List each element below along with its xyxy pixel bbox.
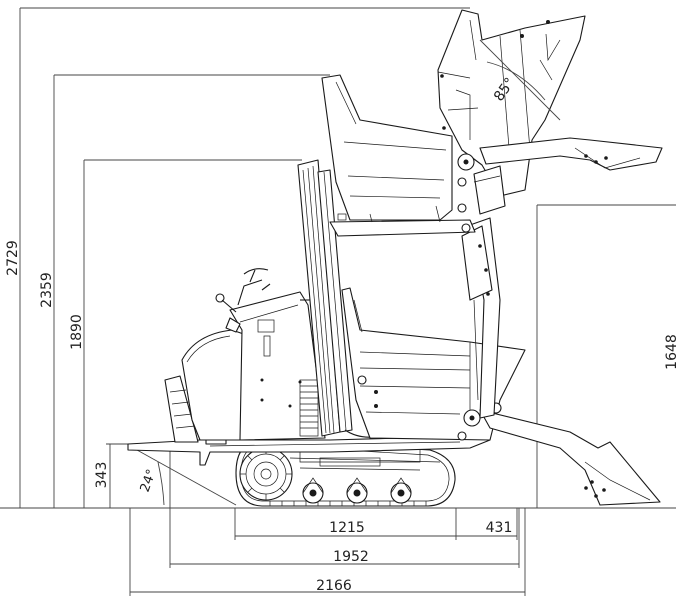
- label-deck-height: 343: [94, 462, 110, 489]
- dim-dump-height: 1648: [536, 204, 676, 508]
- label-length-total: 2166: [316, 578, 352, 594]
- vent-grille: [299, 379, 319, 437]
- label-height-max: 2729: [5, 240, 21, 276]
- lift-linkage: [461, 217, 501, 419]
- skip-mid-raised: [321, 74, 476, 237]
- dim-reach-front: 431: [456, 508, 518, 540]
- operator-step: [164, 375, 199, 443]
- dim-height-mid: 2359: [39, 74, 330, 508]
- skip-tipped: [437, 9, 663, 215]
- label-ramp-angle: 24°: [138, 467, 160, 494]
- dim-track-length: 1215: [234, 508, 457, 540]
- dim-height-low: 1890: [69, 159, 302, 508]
- dim-deck-height: 343: [94, 443, 170, 508]
- label-height-mid: 2359: [39, 272, 55, 308]
- label-track-length: 1215: [329, 520, 365, 536]
- dim-length-mid: 1952: [169, 444, 520, 568]
- drive-sprocket: [239, 447, 293, 501]
- track-undercarriage: [235, 439, 456, 507]
- label-length-mid: 1952: [333, 549, 369, 565]
- road-wheels: [302, 477, 412, 504]
- label-height-low: 1890: [69, 314, 85, 350]
- label-reach-front: 431: [486, 520, 513, 536]
- lift-mast: [297, 159, 381, 438]
- label-dump-height: 1648: [664, 334, 676, 370]
- control-levers: [215, 268, 271, 333]
- engine-body: [181, 291, 326, 441]
- dim-height-max: 2729: [5, 7, 470, 508]
- ramp-angle: 24°: [127, 444, 237, 506]
- skip-lowered: [341, 287, 661, 506]
- dim-length-total: 2166: [129, 508, 526, 596]
